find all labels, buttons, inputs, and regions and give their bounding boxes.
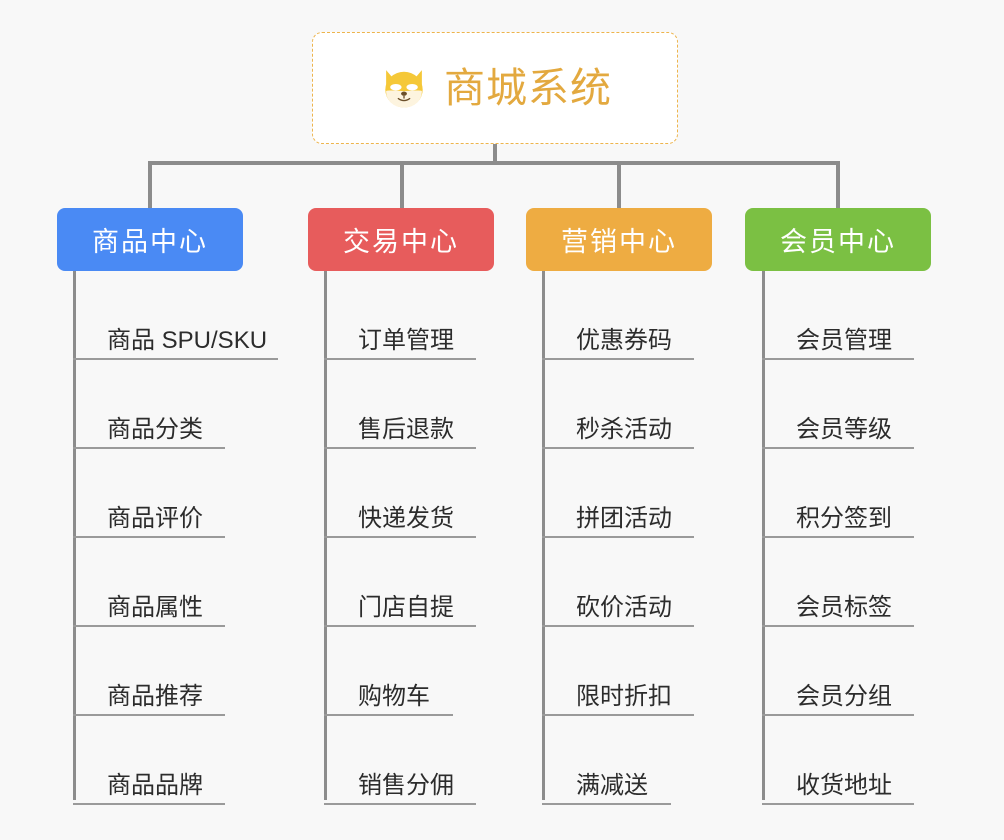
leaf-item[interactable]: 门店自提 — [324, 538, 476, 627]
leaf-label: 会员分组 — [796, 682, 892, 710]
leaf-item[interactable]: 会员分组 — [762, 627, 914, 716]
leaf-item[interactable]: 会员管理 — [762, 271, 914, 360]
leaf-item[interactable]: 快递发货 — [324, 449, 476, 538]
root-stem-line — [493, 144, 497, 164]
leaf-underline — [762, 358, 914, 360]
leaf-label: 积分签到 — [796, 504, 892, 532]
column-spine — [542, 271, 545, 800]
drop-line-trade-center — [400, 161, 404, 208]
leaf-label: 商品品牌 — [107, 771, 203, 799]
leaf-underline — [542, 536, 694, 538]
leaf-label: 销售分佣 — [358, 771, 454, 799]
leaf-item[interactable]: 销售分佣 — [324, 716, 476, 805]
leaf-item[interactable]: 商品品牌 — [73, 716, 267, 805]
column-body-member-center: 会员管理 会员等级 积分签到 会员标签 会员分组 收货地址 — [762, 271, 914, 805]
leaf-item[interactable]: 购物车 — [324, 627, 454, 716]
leaf-underline — [762, 803, 914, 805]
leaf-underline — [542, 625, 694, 627]
leaf-underline — [542, 803, 671, 805]
leaf-underline — [324, 536, 476, 538]
column-header-label: 商品中心 — [92, 227, 208, 257]
leaf-item[interactable]: 满减送 — [542, 716, 672, 805]
leaf-underline — [762, 714, 914, 716]
leaf-underline — [73, 536, 225, 538]
leaf-label: 商品 SPU/SKU — [107, 326, 268, 354]
leaf-label: 商品评价 — [107, 504, 203, 532]
leaf-underline — [542, 714, 694, 716]
leaf-label: 拼团活动 — [576, 504, 672, 532]
leaf-item[interactable]: 售后退款 — [324, 360, 476, 449]
leaf-item[interactable]: 商品分类 — [73, 360, 267, 449]
leaf-label: 秒杀活动 — [576, 415, 672, 443]
column-header-product-center[interactable]: 商品中心 — [57, 208, 243, 271]
drop-line-member-center — [836, 161, 840, 208]
leaf-underline — [73, 803, 225, 805]
column-body-product-center: 商品 SPU/SKU 商品分类 商品评价 商品属性 商品推荐 商品品牌 — [73, 271, 278, 805]
leaf-underline — [542, 358, 694, 360]
leaf-label: 门店自提 — [358, 593, 454, 621]
root-title: 商城系统 — [444, 64, 612, 111]
leaf-label: 会员管理 — [796, 326, 892, 354]
leaf-underline — [73, 447, 225, 449]
leaf-label: 快递发货 — [358, 504, 454, 532]
leaf-underline — [73, 625, 225, 627]
column-header-member-center[interactable]: 会员中心 — [745, 208, 931, 271]
leaf-underline — [73, 358, 278, 360]
leaf-underline — [762, 536, 914, 538]
column-header-label: 交易中心 — [343, 227, 459, 257]
column-spine — [324, 271, 327, 800]
leaf-item[interactable]: 订单管理 — [324, 271, 476, 360]
leaf-underline — [762, 625, 914, 627]
leaf-label: 商品属性 — [107, 593, 203, 621]
column-spine — [73, 271, 76, 800]
leaf-underline — [762, 447, 914, 449]
root-node[interactable]: 商城系统 — [312, 32, 678, 144]
leaf-item[interactable]: 收货地址 — [762, 716, 914, 805]
leaf-item[interactable]: 限时折扣 — [542, 627, 694, 716]
column-spine — [762, 271, 765, 800]
column-header-marketing-center[interactable]: 营销中心 — [526, 208, 712, 271]
leaf-label: 满减送 — [576, 771, 648, 799]
leaf-label: 会员标签 — [796, 593, 892, 621]
leaf-label: 商品推荐 — [107, 682, 203, 710]
leaf-label: 商品分类 — [107, 415, 203, 443]
leaf-item[interactable]: 优惠券码 — [542, 271, 694, 360]
leaf-underline — [73, 714, 225, 716]
column-header-label: 会员中心 — [780, 227, 896, 257]
leaf-item[interactable]: 会员标签 — [762, 538, 914, 627]
column-header-trade-center[interactable]: 交易中心 — [308, 208, 494, 271]
column-body-trade-center: 订单管理 售后退款 快递发货 门店自提 购物车 销售分佣 — [324, 271, 476, 805]
leaf-item[interactable]: 积分签到 — [762, 449, 914, 538]
leaf-label: 订单管理 — [358, 326, 454, 354]
column-header-label: 营销中心 — [561, 227, 677, 257]
leaf-underline — [542, 447, 694, 449]
leaf-label: 砍价活动 — [576, 593, 672, 621]
column-body-marketing-center: 优惠券码 秒杀活动 拼团活动 砍价活动 限时折扣 满减送 — [542, 271, 694, 805]
leaf-label: 会员等级 — [796, 415, 892, 443]
leaf-underline — [324, 625, 476, 627]
leaf-item[interactable]: 商品评价 — [73, 449, 267, 538]
leaf-item[interactable]: 拼团活动 — [542, 449, 694, 538]
leaf-label: 售后退款 — [358, 415, 454, 443]
leaf-label: 购物车 — [358, 682, 430, 710]
shiba-dog-icon — [385, 70, 423, 108]
leaf-underline — [324, 803, 476, 805]
leaf-label: 收货地址 — [796, 771, 892, 799]
leaf-underline — [324, 714, 453, 716]
drop-line-product-center — [148, 161, 152, 208]
leaf-underline — [324, 447, 476, 449]
leaf-item[interactable]: 商品 SPU/SKU — [73, 271, 278, 360]
leaf-item[interactable]: 会员等级 — [762, 360, 914, 449]
leaf-item[interactable]: 商品推荐 — [73, 627, 267, 716]
leaf-item[interactable]: 秒杀活动 — [542, 360, 694, 449]
leaf-item[interactable]: 商品属性 — [73, 538, 267, 627]
bus-line — [148, 161, 840, 165]
drop-line-marketing-center — [617, 161, 621, 208]
leaf-label: 优惠券码 — [576, 326, 672, 354]
leaf-item[interactable]: 砍价活动 — [542, 538, 694, 627]
leaf-underline — [324, 358, 476, 360]
leaf-label: 限时折扣 — [576, 682, 672, 710]
